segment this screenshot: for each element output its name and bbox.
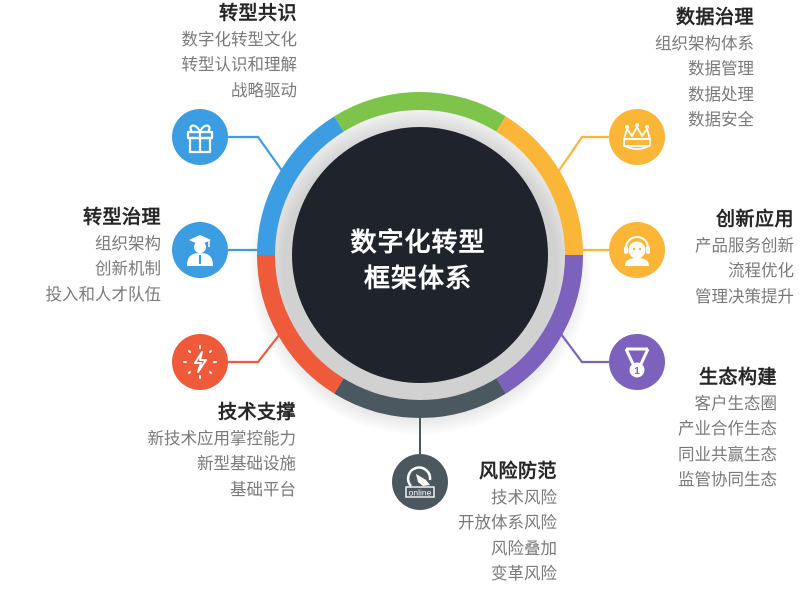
node-title: 生态构建 [698,366,777,388]
node-item: 风险叠加 [491,538,557,558]
ring-segment-blue [257,116,344,256]
node-item: 技术风险 [491,487,557,507]
node-title: 风险防范 [478,460,557,482]
node-title: 创新应用 [715,208,794,230]
connector-consensus [228,135,284,173]
node-title: 转型共识 [218,2,297,24]
headset-person-icon [609,222,665,278]
connector-tech [228,329,284,364]
node-item: 组织架构 [95,233,161,253]
node-item: 数据处理 [688,84,754,104]
svg-text:1: 1 [634,366,640,377]
node-item: 新技术应用掌控能力 [147,428,297,448]
graduate-icon [172,222,228,278]
node-item: 基础平台 [230,479,296,499]
node-item: 创新机制 [95,259,161,278]
node-item: 流程优化 [728,261,794,280]
node-item: 投入和人才队伍 [45,284,162,304]
ring-segment-purple [496,254,583,394]
node-item: 变革风险 [491,564,557,583]
node-item: 监管协同生态 [678,470,777,489]
node-item: 客户生态圈 [694,393,778,413]
ring-segment-gray [334,378,506,418]
crown-icon [609,109,665,165]
node-item: 数据安全 [688,110,754,129]
lightning-bulb-icon [172,334,228,390]
node-transformation-consensus: 转型共识 数字化转型文化 转型认识和理解 战略驱动 [182,1,298,103]
ring-segment-red [257,254,344,394]
node-item: 开放体系风险 [458,513,557,532]
node-item: 数据管理 [688,59,754,78]
node-transformation-governance: 转型治理 组织架构 创新机制 投入和人才队伍 [46,205,162,307]
node-ecosystem-building: 生态构建 客户生态圈 产业合作生态 同业共赢生态 监管协同生态 [678,365,777,493]
node-innovation-application: 创新应用 产品服务创新 流程优化 管理决策提升 [695,207,794,309]
online-label: online [409,488,432,498]
connector-ecosystem [557,329,609,364]
online-globe-icon: online [392,454,448,510]
node-data-governance: 数据治理 组织架构体系 数据管理 数据处理 数据安全 [655,5,754,133]
center-title-line1: 数字化转型 [350,228,486,258]
gift-icon [172,109,228,165]
node-item: 组织架构体系 [655,33,754,53]
node-item: 转型认识和理解 [181,55,298,74]
center-title-line2: 框架体系 [363,264,472,294]
node-title: 数据治理 [675,6,754,28]
ring-segment-green [334,92,506,132]
node-title: 技术支撑 [217,401,296,423]
node-item: 数字化转型文化 [181,29,298,49]
ring-segment-yellow [496,116,583,256]
node-item: 战略驱动 [231,80,297,100]
segment-ring [257,92,583,418]
connector-data [557,135,609,173]
center-title: 数字化转型 框架体系 [318,225,518,297]
node-item: 同业共赢生态 [678,444,777,464]
connectors [228,135,609,454]
node-risk-prevention: 风险防范 技术风险 开放体系风险 风险叠加 变革风险 [458,459,557,587]
node-item: 产品服务创新 [695,235,794,255]
medal-icon: 1 [609,334,665,390]
node-title: 转型治理 [82,206,161,228]
node-item: 新型基础设施 [197,454,296,473]
node-technical-support: 技术支撑 新技术应用掌控能力 新型基础设施 基础平台 [148,400,297,502]
node-item: 管理决策提升 [695,286,794,306]
node-item: 产业合作生态 [678,419,777,438]
center-disc [292,127,548,383]
